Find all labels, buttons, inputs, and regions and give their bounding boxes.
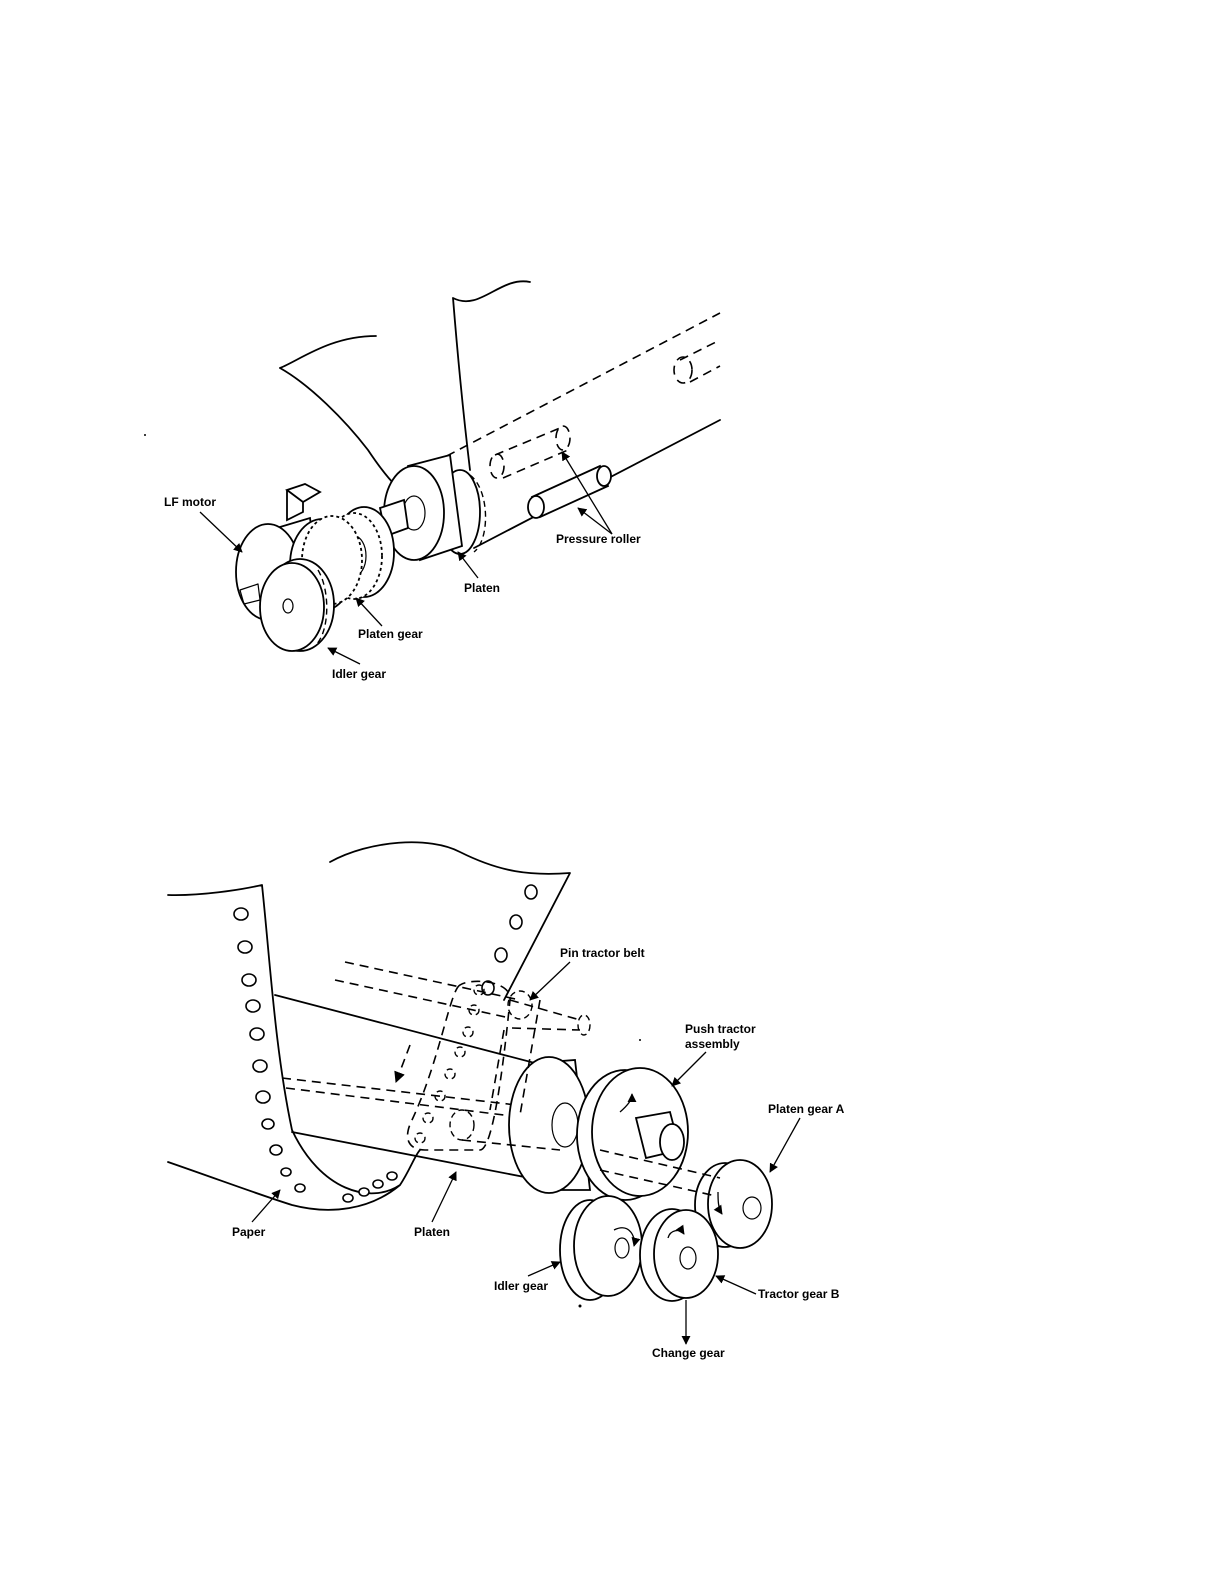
top-figure-lf-drive: LF motor Pressure roller Platen Platen g… xyxy=(164,281,720,681)
bottom-label-push-tractor-line1: Push tractor xyxy=(685,1022,756,1036)
top-platen-cylinder xyxy=(384,313,720,560)
top-label-pressure-roller: Pressure roller xyxy=(556,532,641,546)
bottom-label-push-tractor-line2: assembly xyxy=(685,1037,740,1051)
top-label-idler-gear: Idler gear xyxy=(332,667,386,681)
bottom-platen-cylinder xyxy=(275,962,590,1193)
bottom-label-idler-gear: Idler gear xyxy=(494,1279,548,1293)
top-lf-motor-arrow xyxy=(200,512,242,552)
top-pressure-roller-solid xyxy=(528,466,611,518)
bottom-label-pin-tractor-belt: Pin tractor belt xyxy=(560,946,645,960)
bottom-push-tractor-arrow xyxy=(672,1052,706,1086)
bottom-platen-gear-a-arrow xyxy=(770,1118,800,1172)
bottom-platen-arrow xyxy=(432,1172,456,1222)
bottom-pin-tractor-arrow xyxy=(530,962,570,1000)
top-paper-sheet-back xyxy=(280,336,396,486)
bottom-idler-gear-arrow xyxy=(528,1262,560,1276)
top-label-platen: Platen xyxy=(464,581,500,595)
bottom-push-tractor-gear xyxy=(577,1068,688,1200)
bottom-figure-tractor-drive: Pin tractor belt Push tractor assembly P… xyxy=(168,842,845,1360)
bottom-label-platen: Platen xyxy=(414,1225,450,1239)
bottom-paper-back-holes xyxy=(482,885,537,995)
stray-dot xyxy=(144,434,146,436)
top-idler-gear-arrow xyxy=(328,648,360,664)
bottom-label-change-gear: Change gear xyxy=(652,1346,725,1360)
bottom-change-gear xyxy=(640,1209,718,1301)
bottom-label-tractor-gear-b: Tractor gear B xyxy=(758,1287,840,1301)
top-label-platen-gear: Platen gear xyxy=(358,627,423,641)
bottom-paper-arrow xyxy=(252,1190,280,1222)
top-motor-bracket xyxy=(287,484,320,520)
bottom-speck xyxy=(579,1305,582,1308)
top-idler-gear xyxy=(260,559,334,651)
top-pressure-roller-arrow-b xyxy=(578,508,612,534)
bottom-label-platen-gear-a: Platen gear A xyxy=(768,1102,845,1116)
top-label-lf-motor: LF motor xyxy=(164,495,216,509)
bottom-idler-gear xyxy=(560,1196,642,1300)
top-paper-sheet-front xyxy=(453,281,530,470)
top-platen-arrow xyxy=(458,552,478,578)
top-platen-gear-arrow xyxy=(356,598,382,626)
bottom-tractor-gear-b-arrow xyxy=(716,1276,756,1294)
top-pressure-roller-dashed xyxy=(490,426,570,478)
bottom-speck xyxy=(639,1039,641,1041)
bottom-paper-sheet-front xyxy=(168,885,420,1210)
bottom-paper-sheet-back xyxy=(330,842,570,1000)
bottom-label-paper: Paper xyxy=(232,1225,266,1239)
bottom-paper-front-holes xyxy=(234,908,397,1202)
